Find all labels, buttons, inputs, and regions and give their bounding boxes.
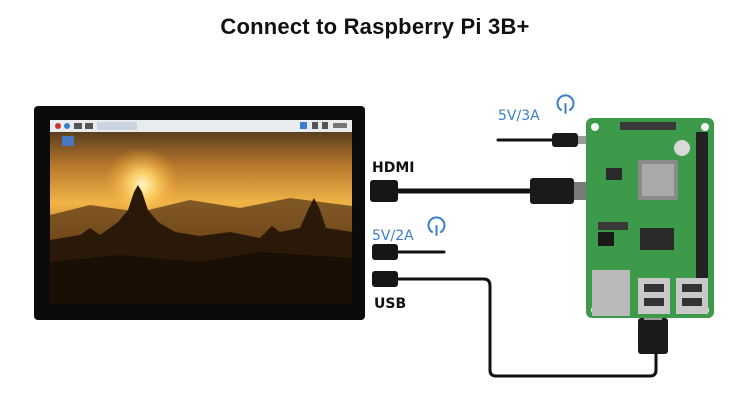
hdmi-label: HDMI — [372, 160, 415, 176]
display-monitor — [34, 106, 365, 320]
power-icon — [556, 94, 575, 114]
power-icon — [427, 216, 446, 236]
diagram-title: Connect to Raspberry Pi 3B+ — [220, 14, 530, 39]
cables — [395, 138, 658, 378]
usb-cable — [396, 277, 658, 378]
display-power-label: 5V/2A — [372, 228, 414, 244]
pi-power-label: 5V/3A — [498, 108, 540, 124]
usb-label: USB — [374, 296, 407, 312]
connectors — [370, 133, 668, 354]
raspberry-pi-board — [586, 118, 714, 318]
